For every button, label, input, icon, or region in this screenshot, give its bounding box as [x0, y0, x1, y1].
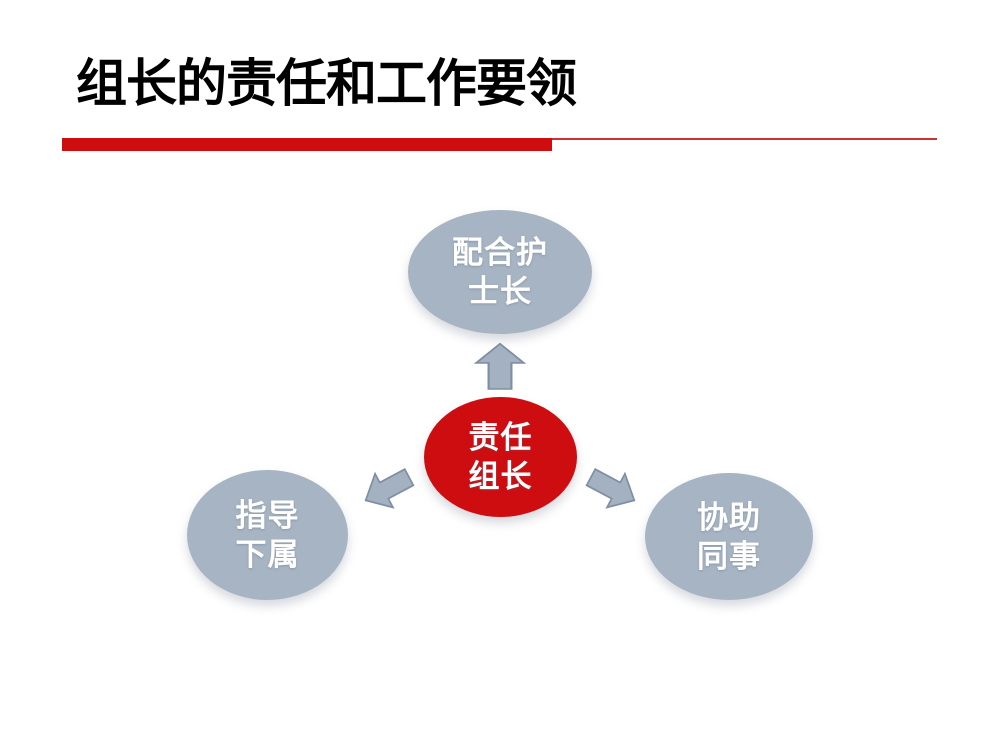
node-label-line2: 组长: [468, 459, 533, 494]
node-label-line1: 配合护: [452, 235, 548, 270]
slide-title: 组长的责任和工作要领: [76, 55, 577, 112]
node-assist-colleagues: 协助 同事: [645, 473, 813, 600]
node-label-line1: 责任: [468, 420, 533, 455]
node-label-line2: 同事: [697, 538, 761, 574]
node-guide-subordinates: 指导 下属: [187, 470, 348, 600]
node-cooperate-head-nurse: 配合护 士长: [408, 210, 592, 334]
node-label-line2: 士长: [468, 274, 532, 309]
title-underline-bar: [62, 138, 552, 151]
node-responsible-team-leader: 责任 组长: [424, 397, 577, 517]
node-label-line1: 协助: [697, 499, 761, 535]
arrow-down-right-icon: [585, 468, 636, 509]
title-underline-thin-line: [552, 138, 937, 140]
node-label-line2: 下属: [235, 537, 300, 572]
node-label-line1: 指导: [235, 498, 300, 533]
arrow-up-icon: [473, 342, 527, 390]
arrow-down-left-icon: [364, 468, 415, 509]
